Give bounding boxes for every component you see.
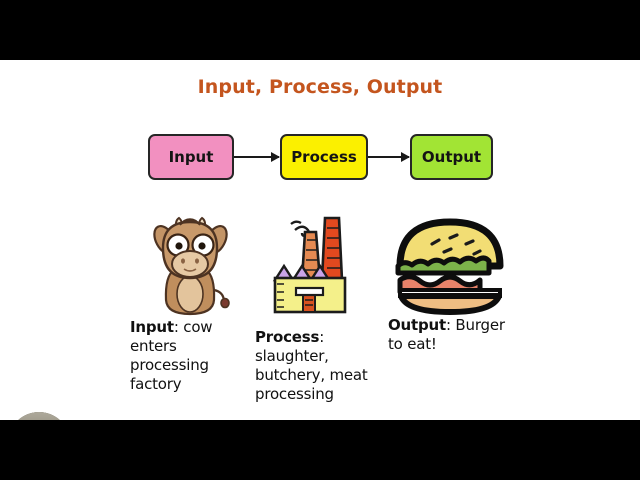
slide-canvas: Input, Process, Output Input Process Out… bbox=[0, 60, 640, 420]
caption-output-label: Output bbox=[388, 316, 446, 334]
flow-box-input-label: Input bbox=[168, 148, 214, 166]
factory-icon bbox=[255, 208, 390, 316]
caption-output: Output: Burger to eat! bbox=[388, 316, 523, 354]
flow-arrow-input-to-process bbox=[234, 152, 280, 162]
caption-process-label: Process bbox=[255, 328, 320, 346]
caption-process-text: slaughter, butchery, meat processing bbox=[255, 347, 368, 403]
page-title: Input, Process, Output bbox=[197, 76, 443, 98]
flow-box-output-label: Output bbox=[421, 148, 482, 166]
webcam-wall bbox=[8, 412, 70, 420]
flow-diagram: Input Process Output bbox=[148, 134, 493, 182]
presenter-webcam-thumbnail[interactable] bbox=[8, 412, 70, 420]
column-process: Process: slaughter, butchery, meat proce… bbox=[255, 208, 390, 420]
caption-output-text: Burger to eat! bbox=[388, 316, 505, 353]
flow-box-output[interactable]: Output bbox=[410, 134, 493, 180]
column-input: Input: cow enters processing factory bbox=[130, 208, 255, 394]
caption-input-label: Input bbox=[130, 318, 174, 336]
caption-input-separator: : bbox=[173, 318, 179, 336]
cow-icon bbox=[130, 208, 255, 316]
caption-input: Input: cow enters processing factory bbox=[130, 318, 255, 394]
caption-process: Process: slaughter, butchery, meat proce… bbox=[255, 328, 390, 404]
column-output: Output: Burger to eat! bbox=[388, 208, 523, 354]
flow-box-process-label: Process bbox=[291, 148, 357, 166]
flow-box-process[interactable]: Process bbox=[280, 134, 368, 180]
caption-input-text: cow enters processing factory bbox=[130, 318, 213, 393]
flow-box-input[interactable]: Input bbox=[148, 134, 234, 180]
caption-output-separator: : bbox=[446, 316, 451, 334]
caption-process-separator: : bbox=[319, 328, 325, 346]
burger-icon bbox=[388, 208, 523, 316]
flow-arrow-process-to-output bbox=[368, 152, 410, 162]
